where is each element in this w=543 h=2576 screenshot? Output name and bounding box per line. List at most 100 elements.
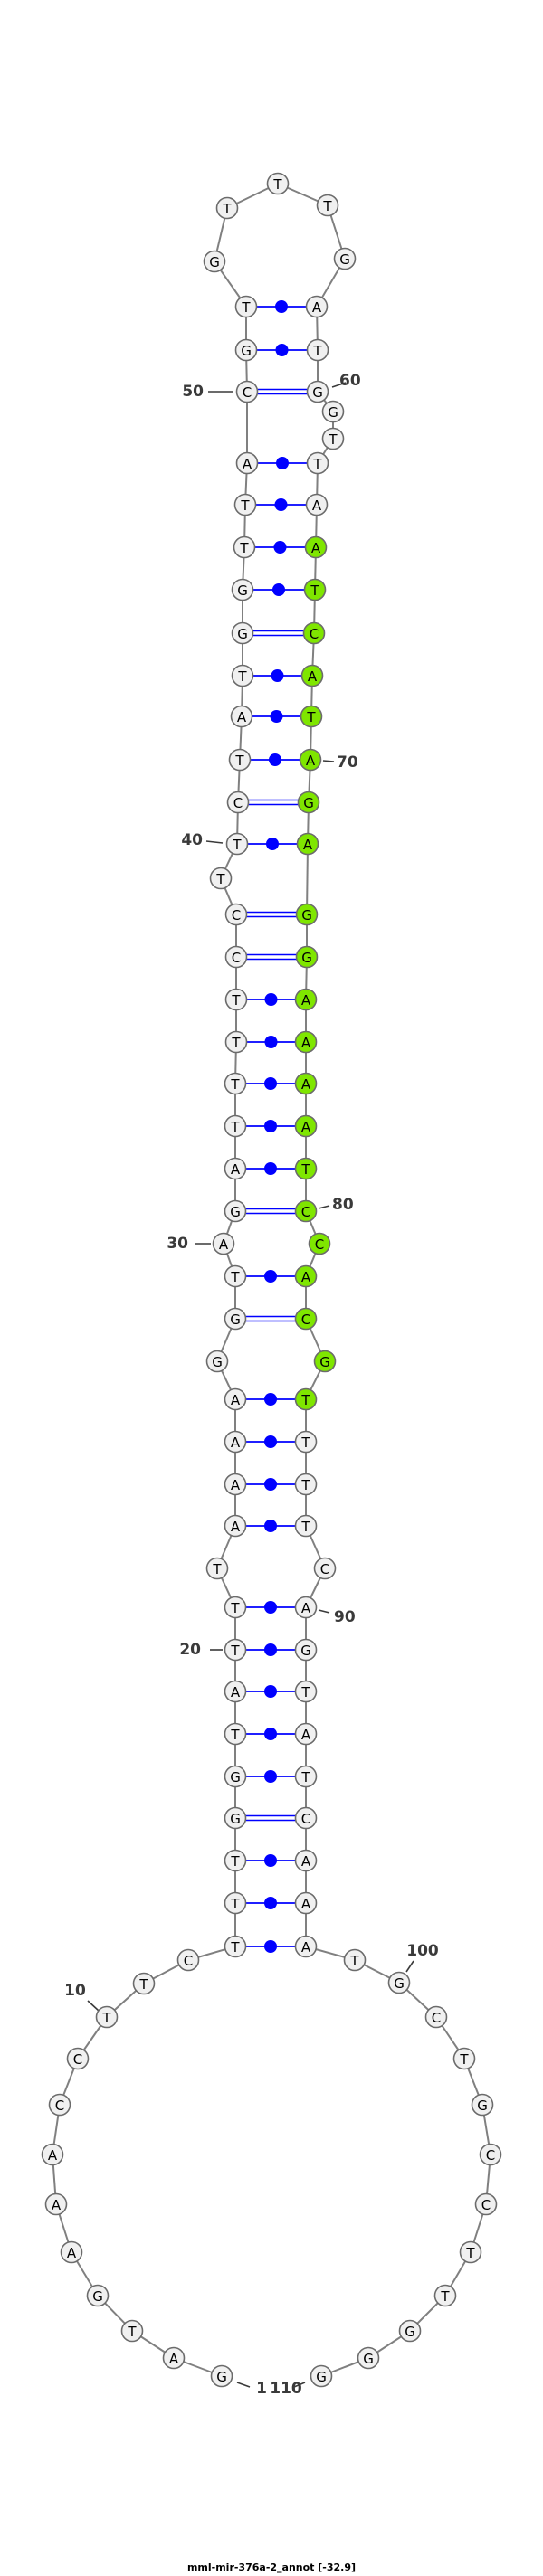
nucleotide-letter: A	[308, 668, 318, 685]
base-pair	[236, 993, 306, 1006]
nucleotide-circle	[294, 1072, 318, 1095]
nucleotide-letter: G	[363, 2351, 374, 2367]
nucleotide-letter: T	[300, 1769, 310, 1785]
nucleotide-circle	[305, 493, 329, 516]
nucleotide-circle	[44, 2192, 68, 2216]
nucleotide-circle	[295, 903, 319, 926]
nucleotide-circle	[266, 172, 290, 195]
nucleotide-letter: T	[300, 1519, 310, 1535]
nucleotide-circle	[224, 1849, 247, 1872]
pair-dot	[276, 457, 289, 469]
nucleotide-circle	[224, 1638, 247, 1662]
gc-pair	[236, 911, 307, 918]
nucleotide-105: C	[474, 2192, 498, 2216]
nucleotide-letter: T	[300, 1435, 310, 1451]
nucleotide-letter: T	[465, 2245, 475, 2261]
nucleotide-94: T	[294, 1765, 318, 1788]
nucleotide-77: A	[294, 1072, 318, 1095]
nucleotide-3: T	[120, 2319, 144, 2343]
nucleotide-circle	[224, 1264, 247, 1288]
nucleotide-57: G	[333, 247, 357, 270]
nucleotide-circle	[95, 2005, 119, 2029]
nucleotide-letter: T	[241, 299, 251, 316]
nucleotide-80: C	[294, 1199, 318, 1223]
nucleotide-104: C	[479, 2143, 502, 2166]
nucleotide-circle	[230, 705, 253, 728]
gc-pair	[235, 1315, 306, 1322]
nucleotide-50: C	[235, 380, 259, 403]
nucleotide-90: A	[294, 1596, 318, 1619]
nucleotide-letter: T	[234, 753, 244, 769]
nucleotide-letter: A	[48, 2147, 58, 2164]
label-tick	[236, 2382, 251, 2388]
nucleotide-letter: G	[405, 2324, 415, 2340]
nucleotide-circle	[228, 748, 252, 772]
base-pair	[235, 1601, 306, 1614]
nucleotide-circle	[299, 748, 322, 772]
nucleotide-6: A	[44, 2192, 68, 2216]
nucleotide-letter: C	[243, 384, 252, 401]
nucleotide-67: C	[302, 621, 326, 645]
nucleotide-circle	[224, 1514, 247, 1538]
nucleotide-letter: A	[231, 1392, 241, 1408]
nucleotide-letter: G	[230, 1312, 241, 1328]
nucleotide-16: G	[224, 1806, 247, 1830]
nucleotide-letter: A	[301, 1853, 311, 1870]
nucleotide-letter: C	[432, 2010, 441, 2026]
base-pair	[235, 1854, 306, 1867]
nucleotide-circle	[433, 2284, 457, 2307]
nucleotide-letter: T	[328, 431, 338, 448]
nucleotide-letter: T	[272, 176, 282, 193]
nucleotide-letter: T	[101, 2010, 111, 2026]
nucleotide-circle	[224, 1387, 247, 1411]
nucleotide-letter: A	[231, 1477, 241, 1493]
nucleotide-circle	[294, 1473, 318, 1496]
position-label-50: 50	[182, 383, 204, 401]
pair-dot	[274, 498, 288, 511]
nucleotide-letter: T	[237, 668, 247, 685]
nucleotide-letter: T	[300, 1392, 310, 1408]
nucleotide-59: T	[306, 338, 329, 362]
structure-title: mml-mir-376a-2_annot [-32.9]	[186, 2562, 357, 2573]
nucleotide-circle	[66, 2047, 90, 2070]
pair-dot	[264, 1036, 278, 1048]
nucleotide-letter: A	[301, 1600, 311, 1616]
nucleotide-circle	[176, 1948, 200, 1972]
nucleotide-29: T	[224, 1264, 247, 1288]
nucleotide-circle	[215, 196, 239, 220]
base-pair	[240, 753, 310, 766]
nucleotide-23: A	[224, 1514, 247, 1538]
nucleotide-circle	[294, 1514, 318, 1538]
nucleotide-21: T	[224, 1596, 247, 1619]
pair-dot	[264, 1770, 277, 1783]
nucleotide-44: T	[231, 664, 254, 687]
nucleotide-102: T	[452, 2047, 476, 2070]
nucleotide-56: T	[316, 194, 339, 217]
label-tick	[322, 760, 335, 762]
position-label-30: 30	[167, 1235, 188, 1253]
nucleotide-12: C	[176, 1948, 200, 1972]
nucleotide-13: T	[224, 1935, 247, 1958]
nucleotide-letter: T	[230, 1853, 240, 1870]
base-pair	[244, 541, 316, 554]
nucleotide-circle	[224, 1473, 247, 1496]
nucleotide-circle	[294, 1765, 318, 1788]
nucleotide-letter: A	[312, 497, 322, 514]
nucleotide-66: T	[303, 578, 327, 601]
nucleotide-letter: C	[315, 1236, 324, 1253]
nucleotide-letter: G	[303, 795, 314, 811]
label-tick	[405, 1960, 414, 1973]
base-pair	[235, 1120, 306, 1132]
position-label-80: 80	[332, 1196, 354, 1214]
nucleotide-circle	[224, 1114, 247, 1138]
nucleotide-letter: A	[301, 1076, 311, 1093]
nucleotide-54: T	[215, 196, 239, 220]
nucleotide-letter: G	[301, 950, 312, 966]
nucleotide-letter: C	[320, 1561, 329, 1577]
pair-dot	[264, 1162, 277, 1175]
pair-dot	[275, 344, 289, 356]
nucleotide-letter: T	[127, 2324, 137, 2340]
nucleotide-45: G	[231, 621, 254, 645]
base-pair	[235, 1393, 306, 1406]
nucleotide-25: A	[224, 1430, 247, 1454]
